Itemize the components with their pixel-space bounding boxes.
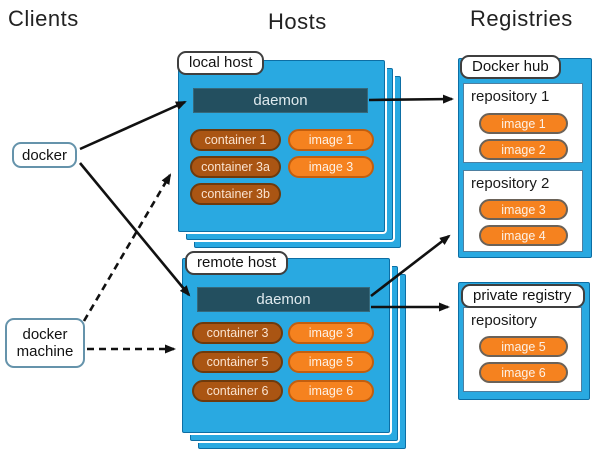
image-pill: image 1 [288, 129, 374, 151]
arrow-docker-to-remote-daemon [78, 162, 191, 297]
image-pill: image 5 [288, 351, 374, 373]
private-registry-label: private registry [461, 284, 585, 308]
remote-host-group: remote host daemon container 3 container… [182, 251, 406, 449]
private-registry-group: private registry repository image 5 imag… [458, 282, 590, 400]
header-hosts: Hosts [268, 9, 327, 34]
repository-name: repository 2 [471, 175, 550, 192]
image-pill: image 5 [479, 336, 568, 357]
repository-name: repository 1 [471, 88, 550, 105]
docker-hub-group: Docker hub repository 1 image 1 image 2 … [458, 55, 592, 258]
docker-client-node: docker [12, 142, 77, 168]
container-pill: container 3 [192, 322, 283, 344]
remote-daemon-bar: daemon [197, 287, 370, 312]
container-pill: container 3b [190, 183, 281, 205]
image-pill: image 3 [288, 322, 374, 344]
local-daemon-bar: daemon [193, 88, 368, 113]
image-pill: image 1 [479, 113, 568, 134]
repository-box: repository image 5 image 6 [463, 307, 582, 392]
image-pill: image 3 [288, 156, 374, 178]
container-pill: container 1 [190, 129, 281, 151]
image-pill: image 2 [479, 139, 568, 160]
repository-box: repository 1 image 1 image 2 [463, 83, 583, 163]
image-pill: image 3 [479, 199, 568, 220]
arrow-docker-machine-to-local-host [82, 173, 172, 322]
container-pill: container 3a [190, 156, 281, 178]
local-host-group: local host daemon container 1 container … [177, 51, 401, 248]
remote-host-panel [182, 258, 390, 433]
repository-name: repository [471, 312, 537, 329]
container-pill: container 5 [192, 351, 283, 373]
image-pill: image 6 [479, 362, 568, 383]
docker-hub-label: Docker hub [460, 55, 561, 79]
header-registries: Registries [470, 6, 573, 31]
header-clients: Clients [8, 6, 79, 31]
docker-machine-node: docker machine [5, 318, 85, 368]
arrow-docker-to-local-daemon [79, 100, 187, 151]
container-pill: container 6 [192, 380, 283, 402]
image-pill: image 6 [288, 380, 374, 402]
remote-host-label: remote host [185, 251, 289, 275]
repository-box: repository 2 image 3 image 4 [463, 170, 583, 252]
local-host-label: local host [177, 51, 265, 75]
image-pill: image 4 [479, 225, 568, 246]
